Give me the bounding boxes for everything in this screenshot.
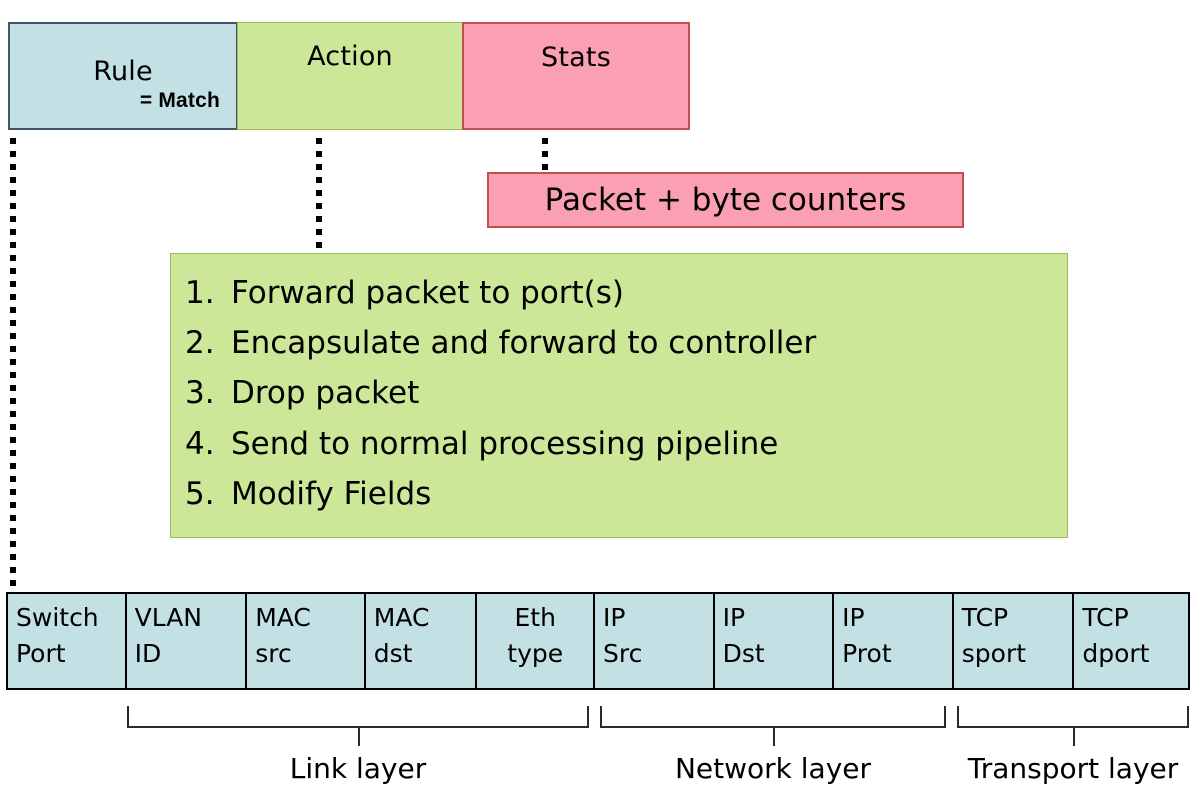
action-detail-box: 1. Forward packet to port(s) 2. Encapsul…	[170, 253, 1068, 538]
stats-detail-box: Packet + byte counters	[487, 172, 964, 228]
bracket-network-layer	[600, 706, 946, 746]
dotted-connector-stats	[542, 138, 548, 170]
action-list-item: 2. Encapsulate and forward to controller	[185, 318, 1067, 368]
action-item-text: Modify Fields	[231, 475, 432, 512]
match-field-line2: Src	[602, 639, 643, 669]
action-item-text: Send to normal processing pipeline	[231, 425, 779, 462]
action-item-number: 1.	[185, 275, 215, 311]
action-list-item: 4. Send to normal processing pipeline	[185, 419, 1067, 469]
match-field-line1: IP	[842, 603, 865, 632]
bracket-stem	[773, 726, 775, 746]
match-field-mac-src: MAC src	[247, 594, 366, 688]
match-field-line1: IP	[602, 603, 626, 632]
match-field-ip-dst: IP Dst	[714, 594, 835, 688]
flow-entry-cell-rule: Rule = Match	[8, 22, 238, 130]
bracket-label-transport-layer: Transport layer	[967, 752, 1179, 785]
match-field-line2: ID	[134, 639, 162, 669]
flow-entry-cell-action: Action	[237, 22, 463, 130]
action-item-text: Encapsulate and forward to controller	[231, 325, 817, 362]
action-list-item: 3. Drop packet	[185, 368, 1067, 418]
stats-detail-text: Packet + byte counters	[544, 182, 907, 218]
match-field-vlan-id: VLAN ID	[126, 594, 248, 688]
match-field-line1: MAC	[255, 603, 311, 632]
match-field-line2: dst	[373, 639, 413, 669]
match-field-line1: TCP	[1082, 603, 1129, 632]
match-field-mac-dst: MAC dst	[365, 594, 478, 688]
flow-entry-rule-label: Rule	[93, 55, 153, 87]
flow-entry-stats-label: Stats	[541, 42, 611, 73]
action-item-number: 4.	[185, 425, 215, 462]
match-field-line2: dport	[1082, 639, 1150, 669]
match-field-line2: Prot	[842, 639, 892, 669]
action-item-number: 3.	[185, 375, 215, 412]
match-field-tcp-sport: TCP sport	[953, 594, 1075, 688]
match-field-line2: src	[255, 639, 292, 669]
match-field-line1: MAC	[373, 603, 430, 632]
bracket-link-layer	[127, 706, 589, 746]
action-item-text: Forward packet to port(s)	[231, 275, 625, 311]
match-fields-table: Switch Port VLAN ID MAC src MAC dst Eth …	[6, 592, 1190, 690]
match-field-line1: TCP	[961, 603, 1009, 632]
match-field-line1: Switch	[16, 603, 99, 632]
action-item-number: 5.	[185, 475, 215, 512]
dotted-connector-rule	[10, 138, 16, 590]
flow-entry-action-label: Action	[307, 41, 393, 72]
bracket-transport-layer	[957, 706, 1189, 746]
bracket-stem	[1073, 726, 1075, 746]
match-field-line2: Port	[16, 639, 66, 669]
bracket-stem	[358, 726, 360, 746]
match-field-line1: Eth	[514, 603, 556, 632]
action-list-item: 5. Modify Fields	[185, 469, 1067, 519]
match-field-line1: VLAN	[134, 603, 203, 632]
action-item-number: 2.	[185, 325, 215, 362]
action-list-item: 1. Forward packet to port(s)	[185, 268, 1067, 318]
bracket-label-network-layer: Network layer	[674, 752, 872, 785]
flow-entry-rule-sublabel: = Match	[139, 89, 220, 113]
match-field-line1: IP	[722, 603, 746, 632]
match-field-tcp-dport: TCP dport	[1074, 594, 1188, 688]
flow-entry-cell-stats: Stats	[462, 22, 690, 130]
bracket-label-link-layer: Link layer	[289, 752, 427, 785]
match-field-switch-port: Switch Port	[8, 594, 127, 688]
match-field-line2: Dst	[722, 639, 765, 669]
action-item-text: Drop packet	[231, 375, 420, 412]
match-field-ip-src: IP Src	[594, 594, 715, 688]
match-field-line2: type	[507, 639, 564, 669]
dotted-connector-action	[316, 138, 322, 248]
match-field-line2: sport	[961, 639, 1027, 669]
match-field-ip-prot: IP Prot	[834, 594, 954, 688]
match-field-eth-type: Eth type	[477, 594, 595, 688]
